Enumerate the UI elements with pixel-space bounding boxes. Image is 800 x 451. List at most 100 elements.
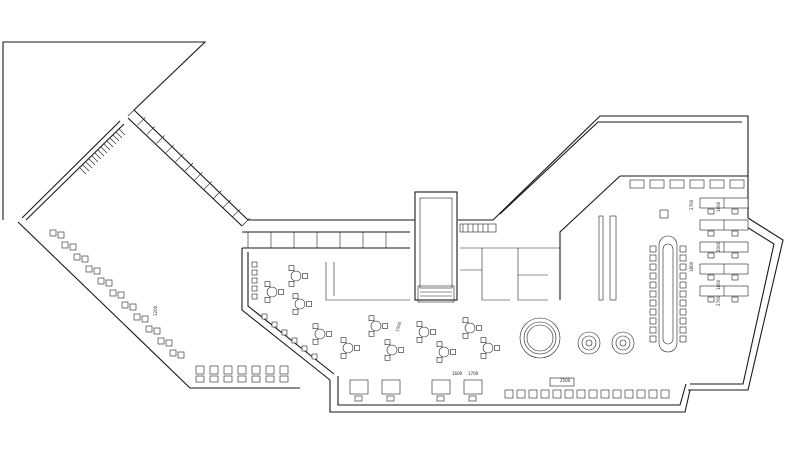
round-table [482, 342, 494, 354]
chair [61, 241, 69, 249]
stool [251, 269, 258, 276]
round-features [519, 317, 635, 359]
chair [649, 245, 657, 253]
chair [450, 349, 456, 355]
chair [480, 337, 487, 344]
dim-2500: 2500 [560, 378, 571, 383]
chair [649, 263, 657, 271]
chair [679, 317, 687, 325]
chair [69, 243, 77, 251]
chair [49, 229, 57, 237]
chair [354, 345, 360, 351]
chair [145, 325, 153, 333]
chair [169, 349, 177, 357]
glazing-mullion [232, 208, 241, 218]
chair [157, 337, 165, 345]
chair [679, 335, 687, 343]
chair [707, 274, 715, 281]
chair [223, 365, 233, 375]
desk [381, 379, 401, 395]
chair [679, 326, 687, 334]
glazing-mullion [203, 181, 213, 190]
dim-1700: 1700 [468, 371, 479, 376]
dim-1500: 1500 [394, 321, 402, 333]
chair [105, 279, 113, 287]
chair [564, 389, 574, 399]
stair-tread [85, 161, 93, 169]
round-table [418, 326, 430, 338]
chair [476, 325, 482, 331]
glazing-mullion [137, 116, 146, 126]
glazing-mullion [184, 162, 194, 172]
chair [340, 352, 347, 359]
chair [430, 329, 436, 335]
service-rooms [325, 247, 560, 301]
chair [552, 389, 562, 399]
chair [209, 365, 219, 375]
chair [679, 263, 687, 271]
chair [436, 356, 443, 363]
corridor-glazing [79, 107, 387, 248]
stair-tread [115, 131, 123, 139]
round-table [266, 286, 278, 298]
workstations [629, 179, 749, 303]
stair-tread [79, 167, 87, 175]
round-table [290, 270, 302, 282]
round-table [386, 344, 398, 356]
chair [679, 290, 687, 298]
dim-1200: 1200 [153, 305, 158, 316]
stair-tread [118, 128, 126, 136]
dim-1600: 1600 [452, 371, 463, 376]
chair [368, 315, 375, 322]
stair-core [414, 191, 497, 303]
chair [264, 281, 271, 288]
chair [382, 323, 388, 329]
round-table [438, 346, 450, 358]
chair [679, 281, 687, 289]
south-desks [349, 377, 670, 402]
chair [649, 326, 657, 334]
glazing-mullion [127, 107, 137, 117]
chair [649, 317, 657, 325]
round-table [314, 328, 326, 340]
desk [689, 179, 705, 189]
dim-1800a: 1800 [689, 261, 694, 272]
cafe-tables [251, 261, 500, 363]
chair [195, 375, 205, 383]
chair [288, 265, 295, 272]
chair [109, 289, 117, 297]
chair [588, 389, 598, 399]
chair [707, 252, 715, 259]
stair-tread [103, 143, 111, 151]
chair [516, 389, 526, 399]
west-wing-seating [49, 229, 289, 383]
chair [368, 330, 375, 337]
chair [209, 375, 219, 383]
stair-tread [112, 134, 120, 142]
chair [265, 365, 275, 375]
glazing-mullion [146, 126, 156, 135]
dim-1800c: 1800 [716, 279, 721, 290]
chair [251, 365, 261, 375]
round-table [464, 322, 476, 334]
chair [237, 375, 247, 383]
chair [117, 291, 125, 299]
chair [265, 375, 275, 383]
chair [540, 389, 550, 399]
chair [576, 389, 586, 399]
desk [431, 379, 451, 395]
chair [679, 245, 687, 253]
chair [279, 365, 289, 375]
chair [141, 315, 149, 323]
chair [312, 338, 319, 345]
desk [709, 179, 725, 189]
chair [600, 389, 610, 399]
chair [462, 317, 469, 324]
chair [707, 208, 715, 215]
glazing-mullion [213, 190, 222, 199]
chair [288, 280, 295, 287]
printer [659, 209, 669, 219]
stool [311, 353, 318, 360]
chair [649, 299, 657, 307]
